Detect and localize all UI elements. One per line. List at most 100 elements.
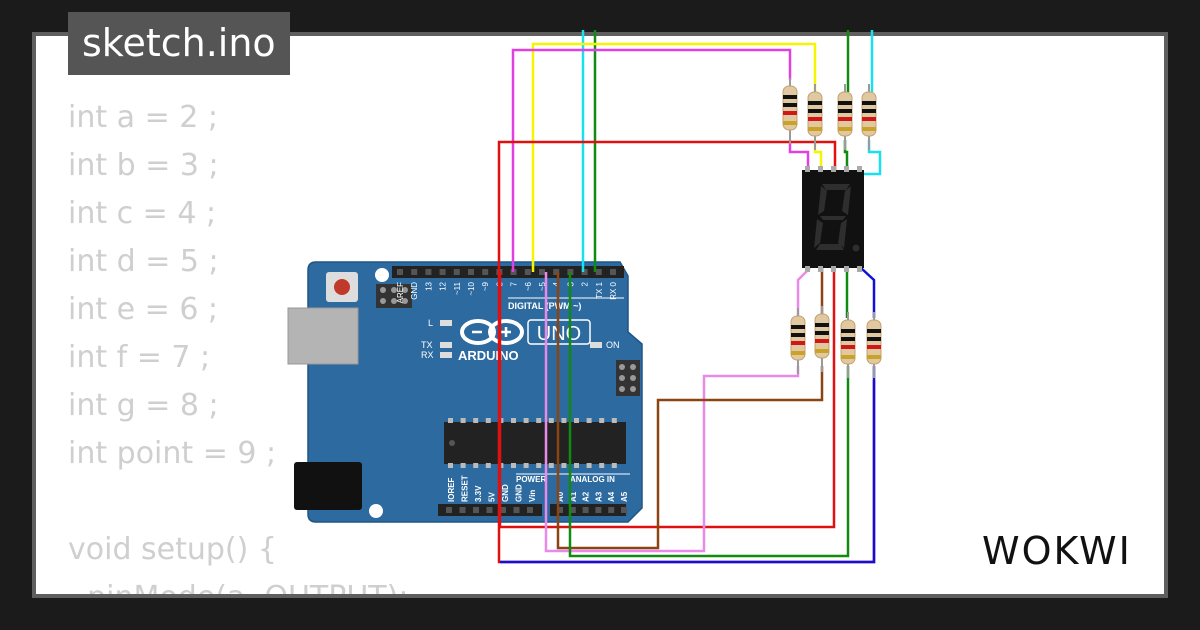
analog-pin[interactable] bbox=[621, 507, 627, 513]
digital-header-label: DIGITAL (PWM ~) bbox=[508, 301, 581, 311]
analog-pin-label: A0 bbox=[556, 491, 565, 502]
resistor[interactable] bbox=[837, 84, 853, 150]
wire-blue[interactable] bbox=[500, 366, 876, 564]
board-brand: ARDUINO bbox=[458, 348, 519, 363]
digital-pin-label: ~10 bbox=[467, 281, 476, 295]
digital-pin-label: ~9 bbox=[481, 281, 490, 291]
resistor[interactable] bbox=[790, 308, 806, 374]
digital-pin[interactable] bbox=[425, 269, 432, 275]
code-line: int point = 9 ; bbox=[68, 436, 277, 471]
digital-pin-label: ~11 bbox=[453, 281, 462, 295]
analog-pin-label: A4 bbox=[607, 491, 616, 502]
led-on bbox=[590, 342, 602, 348]
power-pin-label: RESET bbox=[461, 475, 470, 502]
digital-pin-label: ~6 bbox=[524, 281, 533, 291]
code-line: void setup() { bbox=[68, 532, 277, 567]
wire-magenta-seg[interactable] bbox=[788, 140, 810, 174]
power-header-label: POWER bbox=[516, 475, 546, 484]
digital-pin[interactable] bbox=[610, 269, 616, 275]
power-pin[interactable] bbox=[513, 507, 520, 513]
digital-pin[interactable] bbox=[468, 269, 474, 275]
digital-header[interactable] bbox=[392, 266, 624, 278]
icsp2-header bbox=[616, 360, 640, 396]
mount-hole bbox=[369, 504, 383, 518]
analog-pin[interactable] bbox=[582, 507, 589, 513]
resistor[interactable] bbox=[807, 84, 823, 150]
resistor[interactable] bbox=[861, 84, 877, 150]
code-line: pinMode(a, OUTPUT); bbox=[68, 574, 408, 594]
wokwi-logo-text: WOKWI bbox=[982, 529, 1132, 573]
digital-pin[interactable] bbox=[411, 269, 418, 275]
code-line: int c = 4 ; bbox=[68, 196, 217, 231]
wire-brown[interactable] bbox=[556, 272, 824, 550]
analog-pin[interactable] bbox=[569, 507, 576, 513]
wire-pink-seg[interactable] bbox=[796, 267, 811, 316]
analog-header-label: ANALOG IN bbox=[570, 475, 615, 484]
wire-green-bottom[interactable] bbox=[568, 272, 850, 558]
digital-pin-label: ~5 bbox=[538, 281, 547, 291]
power-pin[interactable] bbox=[446, 507, 452, 513]
power-pin-label: GND bbox=[501, 484, 510, 502]
digital-pin[interactable] bbox=[595, 269, 602, 275]
seven-segment-display[interactable] bbox=[802, 166, 864, 272]
digital-pin[interactable] bbox=[453, 269, 460, 275]
analog-pin-label: A3 bbox=[594, 491, 603, 502]
digital-pin-label: RX 0 bbox=[609, 281, 618, 299]
code-line: int b = 3 ; bbox=[68, 148, 219, 183]
digital-pin-label: GND bbox=[410, 282, 419, 300]
analog-pin-label: A2 bbox=[582, 491, 591, 502]
digital-pin[interactable] bbox=[482, 269, 489, 275]
wire-red-inner[interactable] bbox=[498, 268, 836, 529]
file-tab[interactable]: sketch.ino bbox=[68, 12, 290, 75]
led-l-label: L bbox=[428, 318, 433, 328]
digital-pin-label: 13 bbox=[424, 281, 433, 290]
power-pin[interactable] bbox=[473, 507, 479, 513]
digital-pin-label: 7 bbox=[510, 281, 519, 286]
led-tx-label: TX bbox=[421, 340, 433, 350]
power-pin[interactable] bbox=[500, 507, 506, 513]
analog-pin[interactable] bbox=[608, 507, 615, 513]
led-tx bbox=[440, 342, 452, 348]
power-pin-label: GND bbox=[515, 484, 524, 502]
digital-pin[interactable] bbox=[553, 269, 560, 275]
led-l bbox=[440, 320, 452, 326]
resistor[interactable] bbox=[782, 78, 798, 144]
resistor[interactable] bbox=[840, 312, 856, 378]
digital-pin[interactable] bbox=[397, 269, 403, 275]
wire-pink[interactable] bbox=[544, 272, 800, 553]
code-line: int g = 8 ; bbox=[68, 388, 219, 423]
analog-pin[interactable] bbox=[595, 507, 602, 513]
digital-pin[interactable] bbox=[524, 269, 531, 275]
power-pin-label: IOREF bbox=[447, 477, 456, 502]
reset-button-cap[interactable] bbox=[334, 279, 350, 295]
led-rx bbox=[440, 352, 452, 358]
wokwi-logo: WOKWI bbox=[982, 529, 1132, 573]
digital-pin-label: 4 bbox=[552, 281, 561, 286]
digital-pin[interactable] bbox=[439, 269, 446, 275]
wire-blue-seg[interactable] bbox=[860, 267, 876, 318]
led-on-label: ON bbox=[606, 340, 620, 350]
power-pin-label: 3.3V bbox=[474, 485, 483, 502]
wire-magenta[interactable] bbox=[511, 48, 792, 272]
wires bbox=[497, 30, 882, 564]
wire-yellow[interactable] bbox=[531, 42, 817, 272]
digital-pin[interactable] bbox=[581, 269, 588, 275]
usb-port bbox=[287, 307, 359, 365]
icsp-header bbox=[376, 284, 412, 308]
display-segments bbox=[814, 184, 860, 252]
power-jack bbox=[294, 462, 362, 510]
power-pin[interactable] bbox=[459, 507, 466, 513]
power-pin[interactable] bbox=[486, 507, 493, 513]
digital-pin-label: TX 1 bbox=[595, 281, 604, 298]
resistor[interactable] bbox=[866, 312, 882, 378]
digital-pin[interactable] bbox=[539, 269, 545, 275]
atmega-chip bbox=[444, 422, 626, 464]
resistor[interactable] bbox=[814, 306, 830, 372]
code-editor: int a = 2 ;int b = 3 ;int c = 4 ;int d =… bbox=[68, 94, 408, 594]
analog-pin[interactable] bbox=[557, 507, 563, 513]
power-pin[interactable] bbox=[527, 507, 533, 513]
